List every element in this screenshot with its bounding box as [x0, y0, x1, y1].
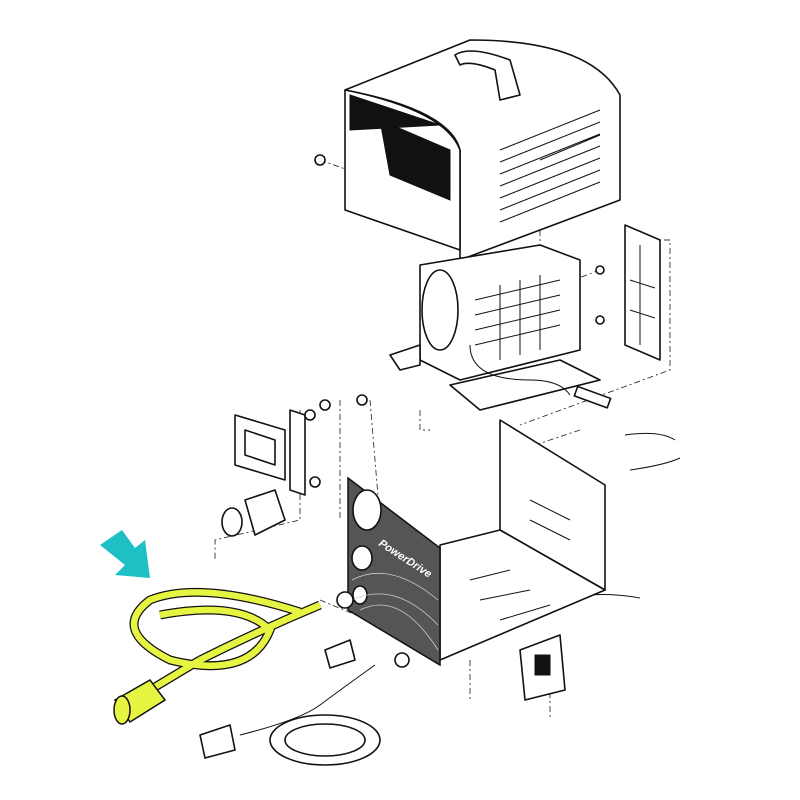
transformer: [389, 244, 612, 411]
pointer-arrow-icon: [100, 530, 150, 578]
highlighted-dc-cord: [113, 587, 322, 725]
meter-and-breaker: [221, 394, 368, 537]
front-panel: PowerDrive: [347, 476, 441, 667]
connectors: [199, 591, 410, 766]
cover-handle: [454, 50, 521, 101]
ac-plug: [199, 724, 236, 759]
chassis: [439, 419, 606, 701]
top-cover: [314, 39, 621, 261]
dc-cord: [130, 589, 322, 693]
rectifier-assembly: [595, 224, 661, 361]
screw: [314, 154, 326, 166]
dc-plug-face: [113, 695, 131, 725]
cover-louvers: [499, 109, 601, 223]
